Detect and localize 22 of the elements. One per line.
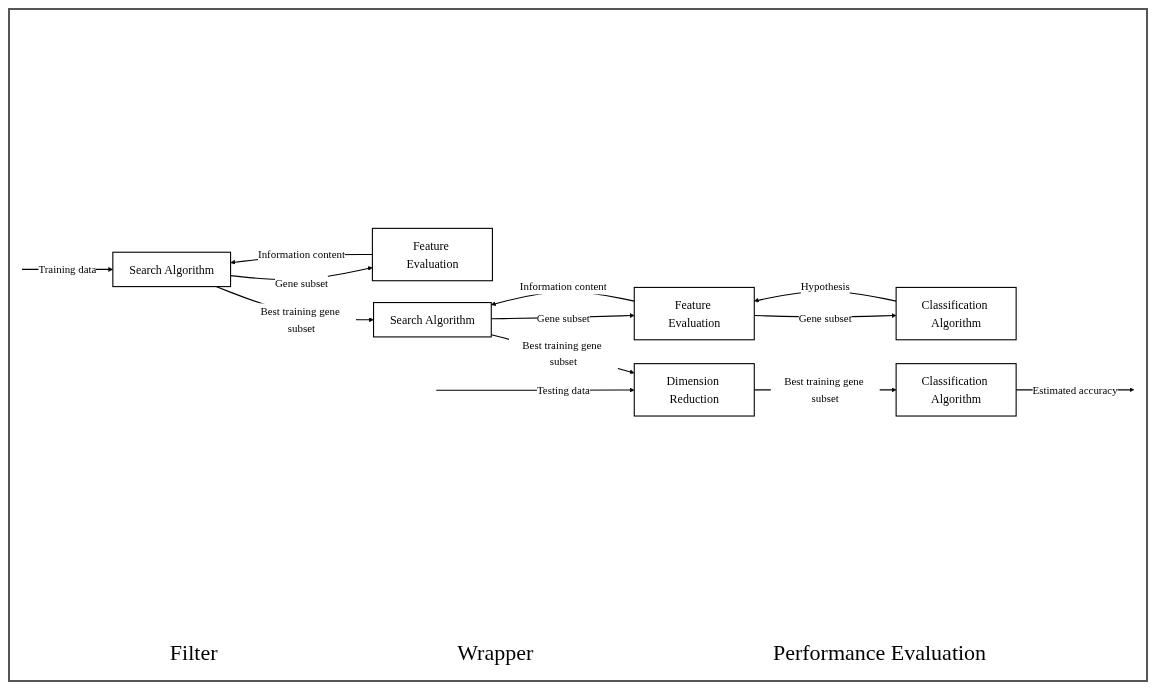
group-label: Wrapper [457,640,534,666]
edge-label: Gene subset [536,311,590,324]
edge-label: Information content [519,280,607,293]
node-box: Feature Evaluation [633,286,755,341]
edge-label: Testing data [536,384,590,397]
edge-label: Best training gene subset [784,375,864,404]
edge-label: Gene subset [274,276,328,289]
edge-label: Gene subset [798,311,852,324]
node-box: Feature Evaluation [371,227,493,282]
node-box: Search Algorithm [112,251,232,287]
edge-label: Training data [38,263,97,276]
group-label: Filter [169,640,218,666]
edge-label: Hypothesis [800,280,850,293]
node-box: Search Algorithm [373,301,492,338]
edge-label: Best training gene subset [260,305,340,334]
edge-label: Best training gene subset [522,338,602,368]
node-box: Classification Algorithm [895,286,1017,341]
node-box: Dimension Reduction [633,362,755,417]
group-label: Performance Evaluation [772,640,987,666]
edge-label: Estimated accuracy [1032,383,1118,396]
node-box: Classification Algorithm [895,362,1017,417]
edge-label: Information content [258,248,345,261]
